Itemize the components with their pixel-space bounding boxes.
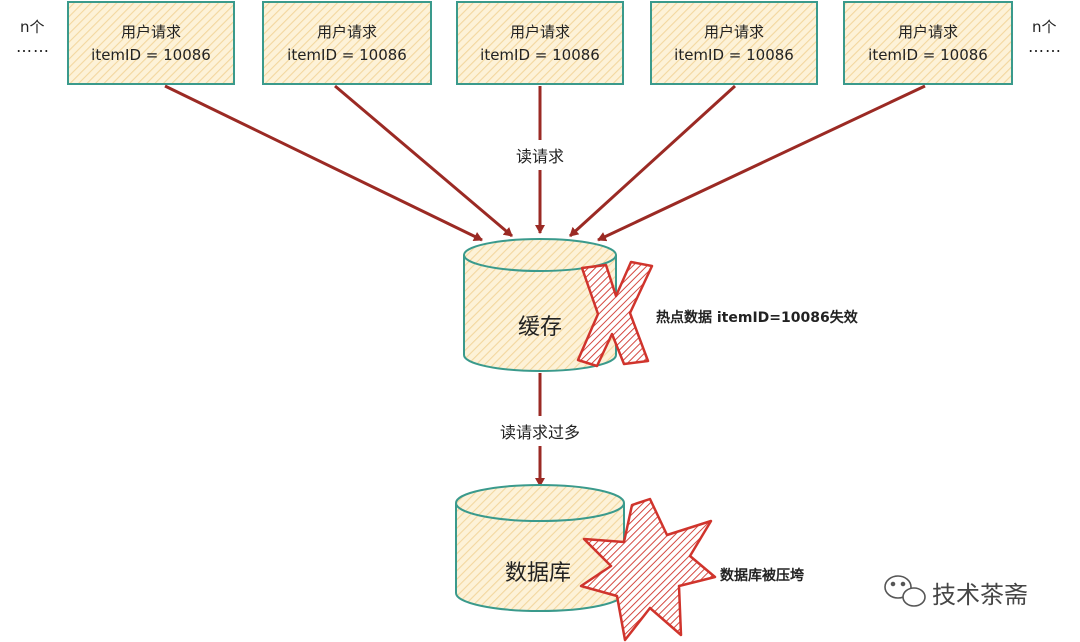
arrow-request-2 (334, 84, 513, 238)
read-request-label: 读请求 (516, 147, 564, 166)
left-ellipsis: …… (16, 37, 50, 56)
arrow-request-4 (568, 84, 737, 238)
request-box-1-title: 用户请求 (121, 23, 181, 41)
request-box-5-title: 用户请求 (898, 23, 958, 41)
request-box-4-title: 用户请求 (704, 23, 764, 41)
request-box-1-item: itemID = 10086 (91, 46, 211, 64)
request-arrows (164, 84, 926, 242)
cache-failure-note: 热点数据 itemID=10086失效 (656, 309, 859, 326)
request-box-3: 用户请求 itemID = 10086 (456, 1, 624, 85)
right-count-label: n个 (1032, 18, 1057, 36)
watermark-text: 技术茶斋 (932, 581, 1028, 609)
request-box-2-title: 用户请求 (317, 23, 377, 41)
database-label: 数据库 (505, 561, 571, 586)
request-box-2-item: itemID = 10086 (287, 46, 407, 64)
failure-x-icon (576, 260, 654, 368)
crash-burst-icon (579, 497, 717, 642)
watermark: 技术茶斋 (884, 575, 1028, 609)
request-box-3-item: itemID = 10086 (480, 46, 600, 64)
cache-node: 缓存 (463, 238, 617, 372)
request-box-4: 用户请求 itemID = 10086 (650, 1, 818, 85)
too-many-requests-label: 读请求过多 (500, 423, 580, 442)
request-box-2: 用户请求 itemID = 10086 (262, 1, 432, 85)
right-ellipsis: …… (1028, 37, 1062, 56)
wechat-icon (884, 575, 926, 607)
request-box-5-item: itemID = 10086 (868, 46, 988, 64)
arrow-request-5 (597, 84, 926, 242)
request-box-4-item: itemID = 10086 (674, 46, 794, 64)
request-box-1: 用户请求 itemID = 10086 (67, 1, 235, 85)
cache-label: 缓存 (518, 315, 562, 340)
arrow-request-1 (164, 84, 483, 242)
left-count-label: n个 (20, 18, 45, 36)
request-box-5: 用户请求 itemID = 10086 (843, 1, 1013, 85)
database-crash-note: 数据库被压垮 (720, 567, 805, 584)
request-box-3-title: 用户请求 (510, 23, 570, 41)
